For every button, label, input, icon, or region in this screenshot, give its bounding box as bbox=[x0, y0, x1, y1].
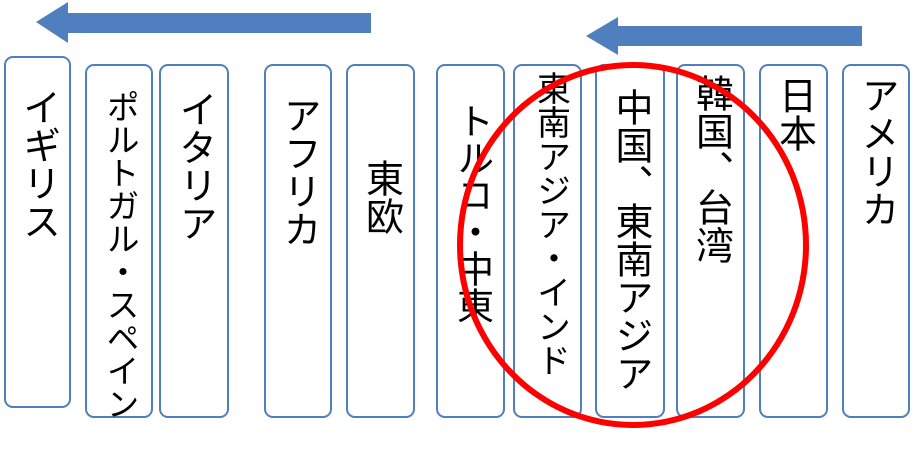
column-korea-taiwan: 韓国、台湾 bbox=[676, 64, 745, 418]
column-label: 東欧 bbox=[359, 159, 404, 235]
column-turkey-middle-east: トルコ・中東 bbox=[436, 64, 505, 418]
column-label: 中国、東南アジア bbox=[609, 88, 653, 392]
column-label: 韓国、台湾 bbox=[689, 74, 734, 264]
column-label: アメリカ bbox=[855, 76, 899, 228]
column-portugal-spain: ポルトガル・スペイン bbox=[85, 64, 153, 420]
column-southeast-asia-india: 東南アジア・インド bbox=[513, 64, 582, 418]
column-japan: 日本 bbox=[759, 64, 828, 418]
column-africa: アフリカ bbox=[264, 64, 332, 418]
column-eastern-europe: 東欧 bbox=[346, 64, 415, 418]
column-label: イギリス bbox=[16, 88, 61, 240]
left-arrow-icon bbox=[586, 17, 862, 55]
column-label: イタリア bbox=[173, 90, 217, 242]
column-uk: イギリス bbox=[4, 56, 71, 408]
column-label: アフリカ bbox=[277, 96, 321, 248]
left-arrow-icon bbox=[36, 2, 371, 43]
column-label: トルコ・中東 bbox=[450, 102, 494, 324]
column-label: 東南アジア・インド bbox=[530, 71, 571, 377]
column-china-southeast-asia: 中国、東南アジア bbox=[595, 64, 665, 418]
column-label: 日本 bbox=[772, 76, 817, 152]
column-italy: イタリア bbox=[159, 64, 229, 418]
column-usa: アメリカ bbox=[842, 64, 910, 418]
column-label: ポルトガル・スペイン bbox=[101, 90, 140, 420]
